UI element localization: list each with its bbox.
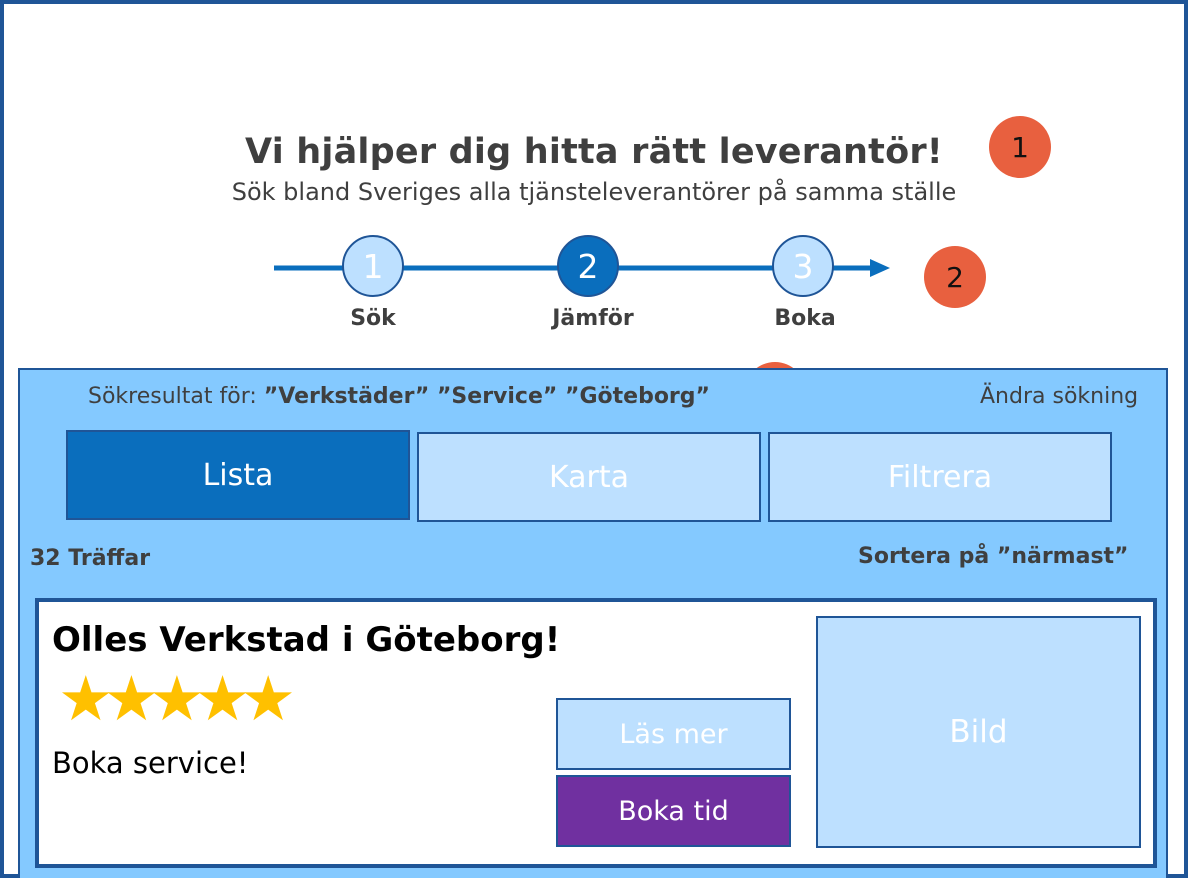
listing-subtitle: Boka service! — [52, 746, 249, 780]
listing-title[interactable]: Olles Verkstad i Göteborg! — [52, 620, 561, 660]
sort-dropdown[interactable]: Sortera på ”närmast” — [858, 544, 1129, 569]
hero-subtitle: Sök bland Sveriges alla tjänsteleverantö… — [231, 178, 957, 206]
annotation-marker-1: 1 — [989, 116, 1051, 178]
step-3-label: Boka — [774, 306, 836, 331]
hero-title: Vi hjälper dig hitta rätt leverantör! — [245, 132, 943, 172]
step-1-label: Sök — [350, 306, 396, 331]
read-more-button[interactable]: Läs mer — [556, 698, 791, 770]
star-rating: ★★★★★ — [58, 662, 296, 735]
step-3-circle[interactable]: 3 — [772, 235, 834, 297]
hit-count: 32 Träffar — [30, 546, 151, 571]
tab-filter[interactable]: Filtrera — [768, 432, 1112, 522]
annotation-marker-2: 2 — [924, 246, 986, 308]
tab-map[interactable]: Karta — [417, 432, 761, 522]
book-time-button[interactable]: Boka tid — [556, 775, 791, 847]
listing-image-placeholder: Bild — [816, 616, 1141, 848]
change-search-link[interactable]: Ändra sökning — [980, 384, 1139, 409]
search-results-summary: Sökresultat för: ”Verkstäder” ”Service” … — [88, 384, 710, 409]
step-2-label: Jämför — [552, 306, 634, 331]
progress-arrow-icon — [870, 259, 890, 277]
results-prefix: Sökresultat för: — [88, 384, 257, 409]
step-2-circle[interactable]: 2 — [557, 235, 619, 297]
search-terms: ”Verkstäder” ”Service” ”Göteborg” — [263, 384, 710, 409]
step-1-circle[interactable]: 1 — [342, 235, 404, 297]
tab-list[interactable]: Lista — [66, 430, 410, 520]
